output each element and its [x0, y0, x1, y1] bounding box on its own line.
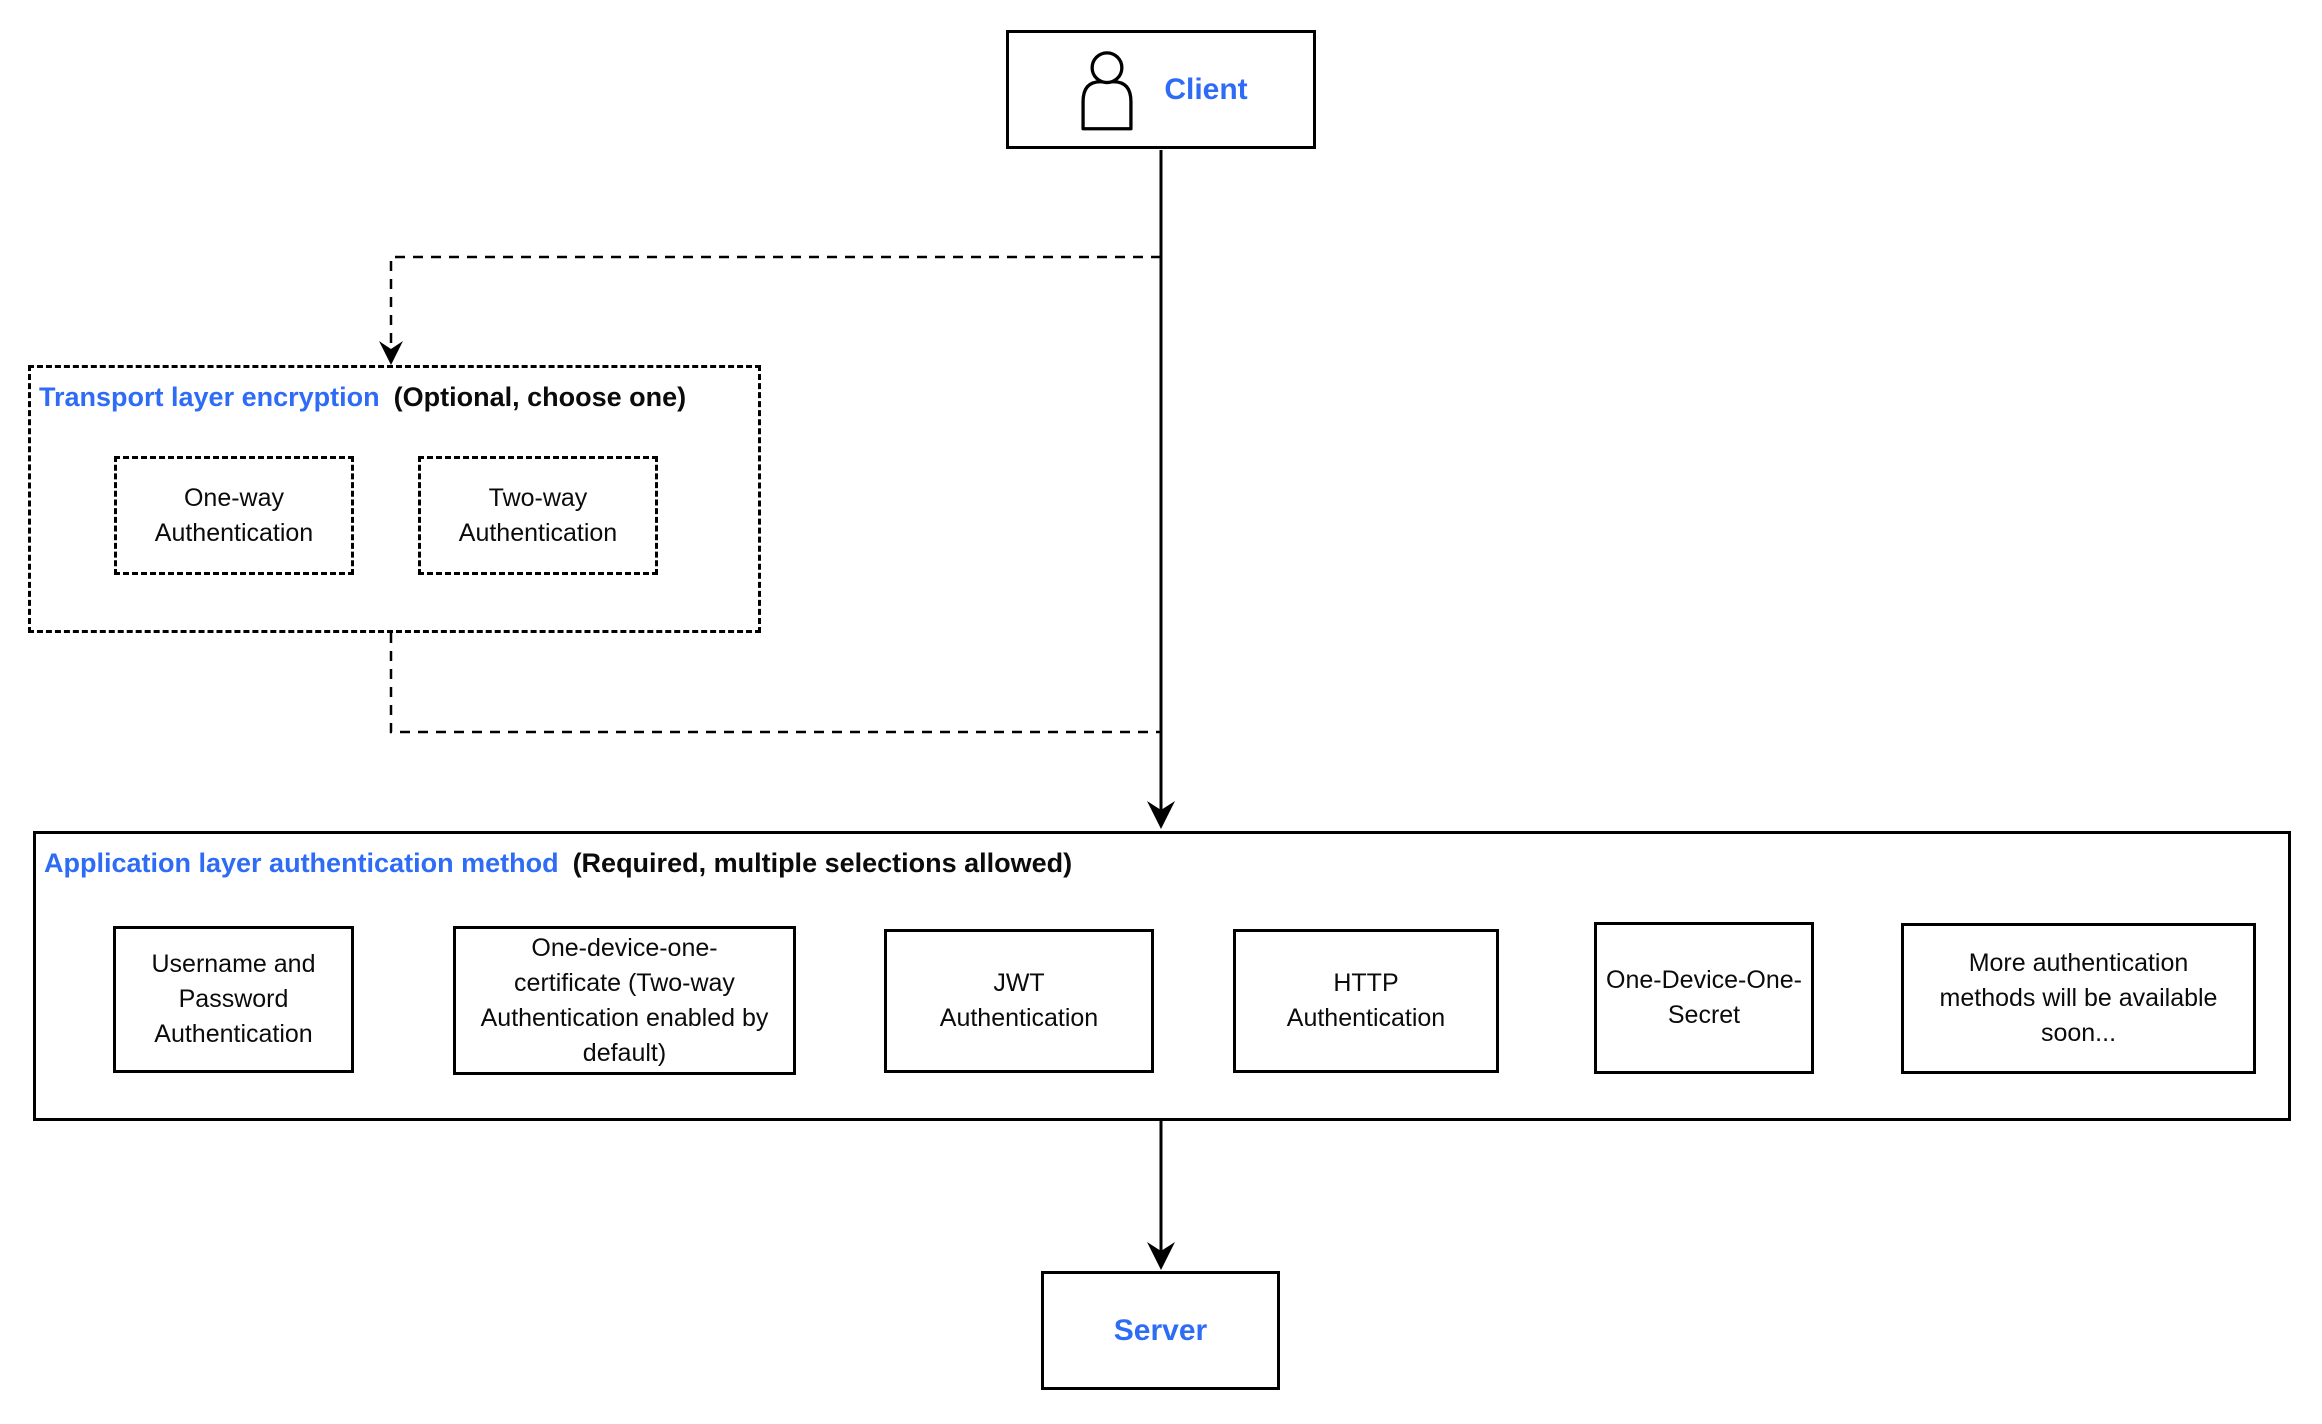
method-one-device-one-certificate: One-device-one-certificate (Two-way Auth…: [453, 926, 796, 1075]
transport-title: Transport layer encryption: [39, 382, 380, 412]
transport-group-title: Transport layer encryption (Optional, cho…: [39, 382, 686, 413]
method-label: HTTP Authentication: [1286, 969, 1446, 1032]
server-node: Server: [1041, 1271, 1280, 1390]
branch-to-transport-line: [389, 255, 1161, 355]
method-one-device-one-secret: One-Device-One-Secret: [1594, 922, 1814, 1074]
method-label: One-Device-One-Secret: [1606, 966, 1802, 1029]
application-layer-group: Application layer authentication method (…: [33, 831, 2291, 1121]
method-label: One-device-one-certificate (Two-way Auth…: [480, 933, 769, 1067]
method-jwt-authentication: JWT Authentication: [884, 929, 1154, 1073]
transport-layer-group: Transport layer encryption (Optional, cho…: [28, 365, 761, 633]
application-arrowhead: [1147, 801, 1175, 829]
transport-return-line: [389, 633, 1161, 734]
option-one-way-authentication: One-way Authentication: [114, 456, 354, 575]
transport-arrowhead: [379, 341, 403, 365]
transport-subtitle: (Optional, choose one): [393, 382, 687, 412]
client-label: Client: [1164, 72, 1248, 106]
server-label: Server: [1113, 1313, 1208, 1347]
option-label: Two-way Authentication: [458, 483, 618, 547]
method-username-password: Username and Password Authentication: [113, 926, 354, 1073]
option-two-way-authentication: Two-way Authentication: [418, 456, 658, 575]
client-node: Client: [1006, 30, 1316, 149]
option-label: One-way Authentication: [154, 483, 314, 547]
application-title: Application layer authentication method: [44, 848, 559, 878]
method-label: Username and Password Authentication: [151, 950, 316, 1048]
application-group-title: Application layer authentication method (…: [44, 848, 1072, 879]
server-arrowhead: [1147, 1242, 1175, 1270]
method-label: More authentication methods will be avai…: [1939, 949, 2218, 1047]
person-icon: [1081, 50, 1133, 130]
method-http-authentication: HTTP Authentication: [1233, 929, 1499, 1073]
method-label: JWT Authentication: [939, 969, 1099, 1032]
application-subtitle: (Required, multiple selections allowed): [572, 848, 1073, 878]
method-more-coming-soon: More authentication methods will be avai…: [1901, 923, 2256, 1074]
